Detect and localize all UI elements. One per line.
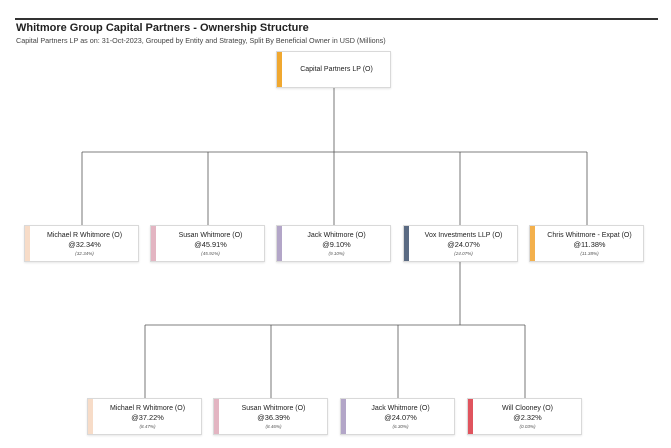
node-capital-partners-lp[interactable]: Capital Partners LP (O) [276, 51, 391, 88]
page-subtitle: Capital Partners LP as on: 31-Oct-2023, … [16, 36, 386, 45]
node-percentage: @24.07% [447, 239, 480, 249]
node-color-bar [151, 226, 156, 261]
node-effective-percentage: (9.10%) [328, 250, 345, 256]
node-color-bar [88, 399, 93, 434]
node-jack-whitmore[interactable]: Jack Whitmore (O) @9.10% (9.10%) [276, 225, 391, 262]
page-title: Whitmore Group Capital Partners - Owners… [16, 22, 309, 34]
node-color-bar [25, 226, 30, 261]
node-vox-investments-llp[interactable]: Vox Investments LLP (O) @24.07% (24.07%) [403, 225, 518, 262]
node-color-bar [277, 52, 282, 87]
node-effective-percentage: (8.46%) [265, 423, 282, 429]
node-name: Jack Whitmore (O) [307, 231, 366, 239]
node-percentage: @32.34% [68, 239, 101, 249]
node-name: Capital Partners LP (O) [300, 66, 373, 73]
node-color-bar [530, 226, 535, 261]
node-percentage: @9.10% [322, 239, 351, 249]
node-percentage: @36.39% [257, 412, 290, 422]
node-name: Will Clooney (O) [502, 404, 553, 412]
node-effective-percentage: (8.47%) [139, 423, 156, 429]
node-effective-percentage: (24.07%) [454, 250, 473, 256]
node-color-bar [341, 399, 346, 434]
node-name: Michael R Whitmore (O) [109, 404, 186, 412]
node-percentage: @37.22% [131, 412, 164, 422]
node-percentage: @11.38% [573, 239, 606, 249]
node-susan-whitmore[interactable]: Susan Whitmore (O) @45.91% (45.91%) [150, 225, 265, 262]
node-color-bar [277, 226, 282, 261]
node-effective-percentage: (32.34%) [75, 250, 94, 256]
node-name: Susan Whitmore (O) [178, 231, 243, 239]
node-effective-percentage: (6.30%) [392, 423, 409, 429]
node-percentage: @24.07% [384, 412, 417, 422]
node-vox-susan-whitmore[interactable]: Susan Whitmore (O) @36.39% (8.46%) [213, 398, 328, 435]
node-effective-percentage: (45.91%) [201, 250, 220, 256]
node-name: Michael R Whitmore (O) [46, 231, 123, 239]
node-color-bar [214, 399, 219, 434]
node-color-bar [468, 399, 473, 434]
node-name: Vox Investments LLP (O) [424, 231, 503, 239]
node-chris-whitmore-expat[interactable]: Chris Whitmore - Expat (O) @11.38% (11.3… [529, 225, 644, 262]
node-percentage: @2.32% [513, 412, 542, 422]
node-effective-percentage: (11.38%) [580, 250, 599, 256]
header-rule [15, 18, 658, 20]
node-will-clooney[interactable]: Will Clooney (O) @2.32% (0.03%) [467, 398, 582, 435]
node-name: Susan Whitmore (O) [241, 404, 306, 412]
node-vox-jack-whitmore[interactable]: Jack Whitmore (O) @24.07% (6.30%) [340, 398, 455, 435]
node-vox-michael-r-whitmore[interactable]: Michael R Whitmore (O) @37.22% (8.47%) [87, 398, 202, 435]
node-michael-r-whitmore[interactable]: Michael R Whitmore (O) @32.34% (32.34%) [24, 225, 139, 262]
node-name: Chris Whitmore - Expat (O) [547, 231, 632, 239]
node-effective-percentage: (0.03%) [519, 423, 536, 429]
node-color-bar [404, 226, 409, 261]
node-percentage: @45.91% [194, 239, 227, 249]
node-name: Jack Whitmore (O) [371, 404, 430, 412]
